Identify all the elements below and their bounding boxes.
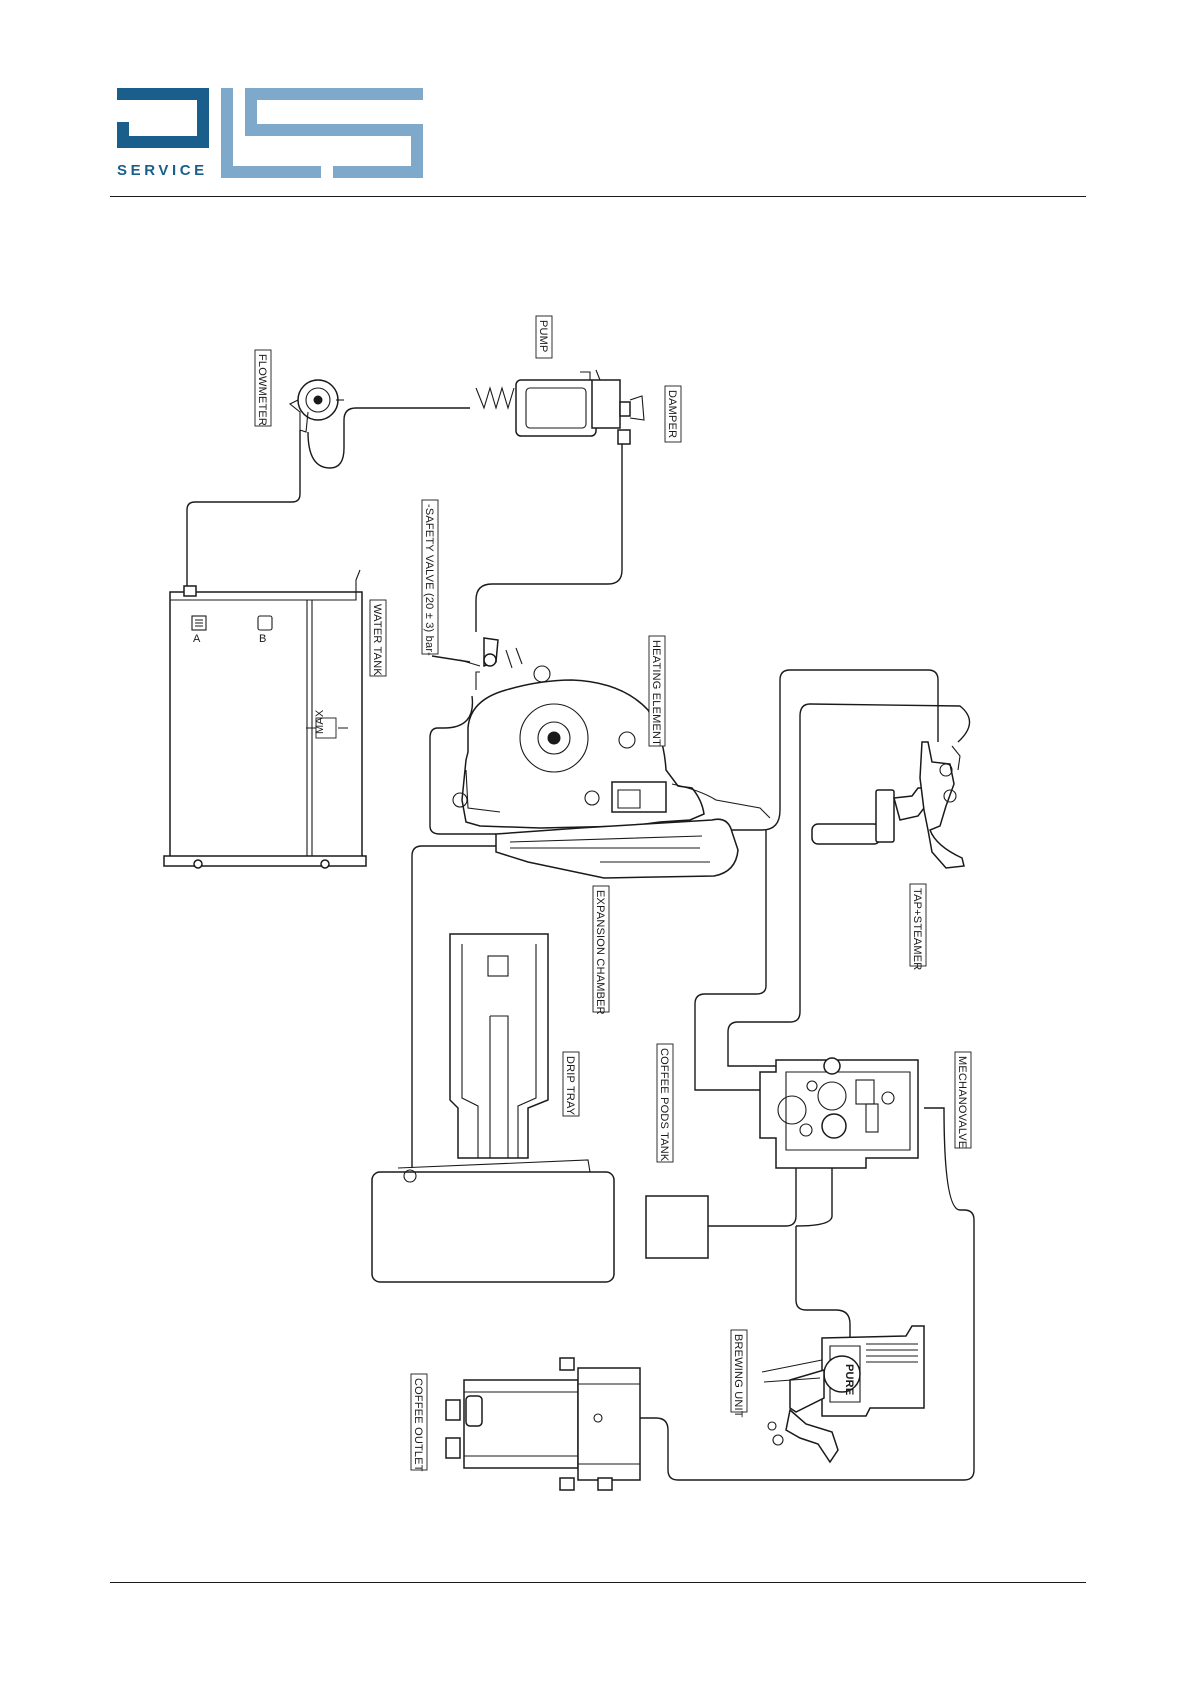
brew-unit-brand-mark: PURE <box>843 1364 855 1395</box>
label-brewing-unit: BREWING UNIT <box>732 1334 744 1418</box>
svg-text:B: B <box>259 633 267 645</box>
label-coffee-outlet: COFFEE OUTLET <box>412 1378 424 1472</box>
label-heating-element: HEATING ELEMENT <box>650 640 662 746</box>
water-tank: A B MAX <box>164 570 366 868</box>
pipes <box>187 408 974 1480</box>
coffee-pods-tank <box>646 1196 708 1258</box>
label-damper: DAMPER <box>666 390 678 438</box>
tap-steamer <box>812 742 964 868</box>
svg-text:A: A <box>193 633 201 645</box>
pump <box>476 370 644 444</box>
heating-element <box>453 638 770 828</box>
flowmeter <box>290 380 344 432</box>
brewing-unit: PURE <box>762 1326 924 1462</box>
coffee-outlet <box>446 1358 640 1490</box>
tank-max-mark: MAX <box>314 709 326 734</box>
label-water-tank: WATER TANK <box>371 604 383 676</box>
label-pump: PUMP <box>537 320 549 353</box>
label-safety-valve: -SAFETY VALVE (20 ± 3) bar- <box>423 504 435 656</box>
label-tap-steamer: TAP+STEAMER <box>911 888 923 970</box>
label-flowmeter: FLOWMETER <box>256 354 268 426</box>
label-drip-tray: DRIP TRAY <box>564 1056 576 1116</box>
label-coffee-pods-tank: COFFEE PODS TANK <box>658 1048 670 1162</box>
labels: FLOWMETER PUMP DAMPER -SAFETY VALVE (20 … <box>255 316 971 1472</box>
label-mechanovalve: MECHANOVALVE <box>956 1056 968 1148</box>
label-expansion-chamber: EXPANSION CHAMBER <box>594 890 606 1015</box>
safety-valve-pointer <box>432 656 470 662</box>
mechanovalve <box>760 1058 918 1168</box>
